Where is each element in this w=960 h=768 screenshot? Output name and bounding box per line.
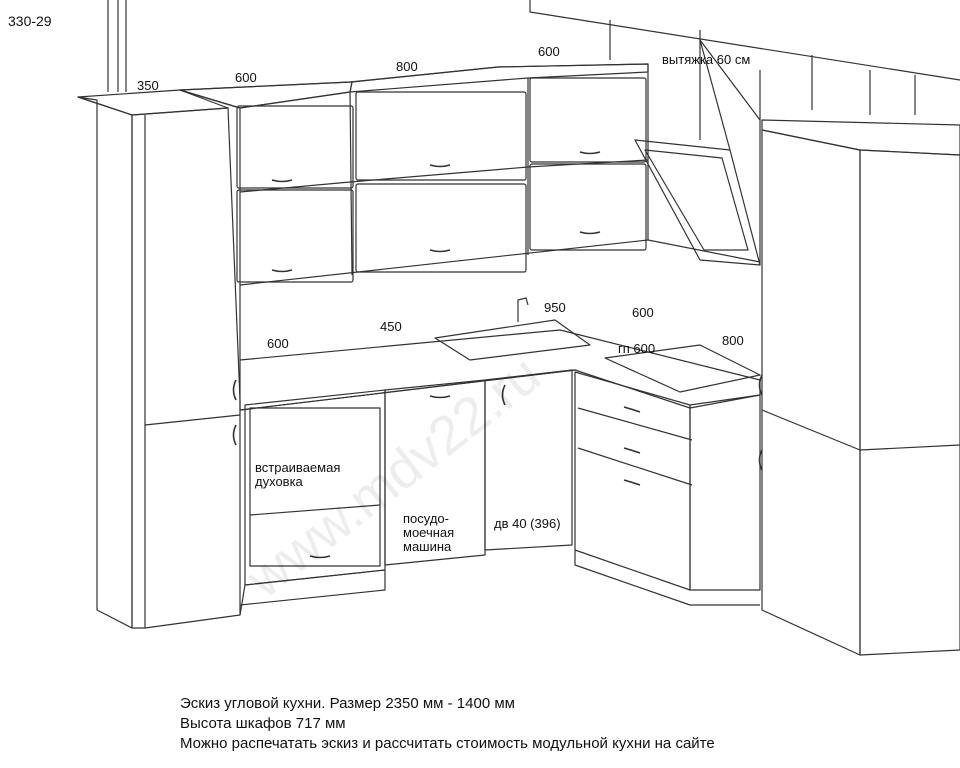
refrigerator [761, 119, 960, 656]
dim-tall-cabinet: 350 [137, 78, 159, 93]
label-dishwasher-2: моечная [403, 525, 454, 540]
base-cabinets [239, 369, 761, 616]
dim-counter-right: 600 [632, 305, 654, 320]
dim-corner: 950 [544, 300, 566, 315]
handles [232, 151, 763, 559]
sketch-code: 330-29 [8, 13, 52, 29]
dim-upper-right: 600 [538, 44, 560, 59]
dim-hob: гп 600 [618, 341, 655, 356]
label-dishwasher-3: машина [403, 539, 452, 554]
backsplash [239, 239, 761, 360]
tall-cabinet [77, 89, 241, 629]
dim-hood: вытяжка 60 см [662, 52, 750, 67]
dim-hob-section: 800 [722, 333, 744, 348]
dim-upper-middle: 800 [396, 59, 418, 74]
dim-counter-middle: 450 [380, 319, 402, 334]
caption-line-3: Можно распечатать эскиз и рассчитать сто… [180, 735, 715, 752]
caption-line-1: Эскиз угловой кухни. Размер 2350 мм - 14… [180, 695, 515, 712]
label-door-unit: дв 40 (396) [494, 516, 561, 531]
label-dishwasher-1: посудо- [403, 511, 449, 526]
label-oven-1: встраиваемая [255, 460, 340, 475]
range-hood [634, 39, 761, 266]
dim-upper-left: 600 [235, 70, 257, 85]
wall-outline [107, 0, 960, 140]
upper-cabinets [179, 63, 649, 286]
label-oven-2: духовка [255, 474, 304, 489]
kitchen-sketch: www.mdv22.ru 350 600 800 600 вытяжка 60 … [77, 0, 960, 656]
dim-counter-left: 600 [267, 336, 289, 351]
caption-line-2: Высота шкафов 717 мм [180, 715, 346, 732]
